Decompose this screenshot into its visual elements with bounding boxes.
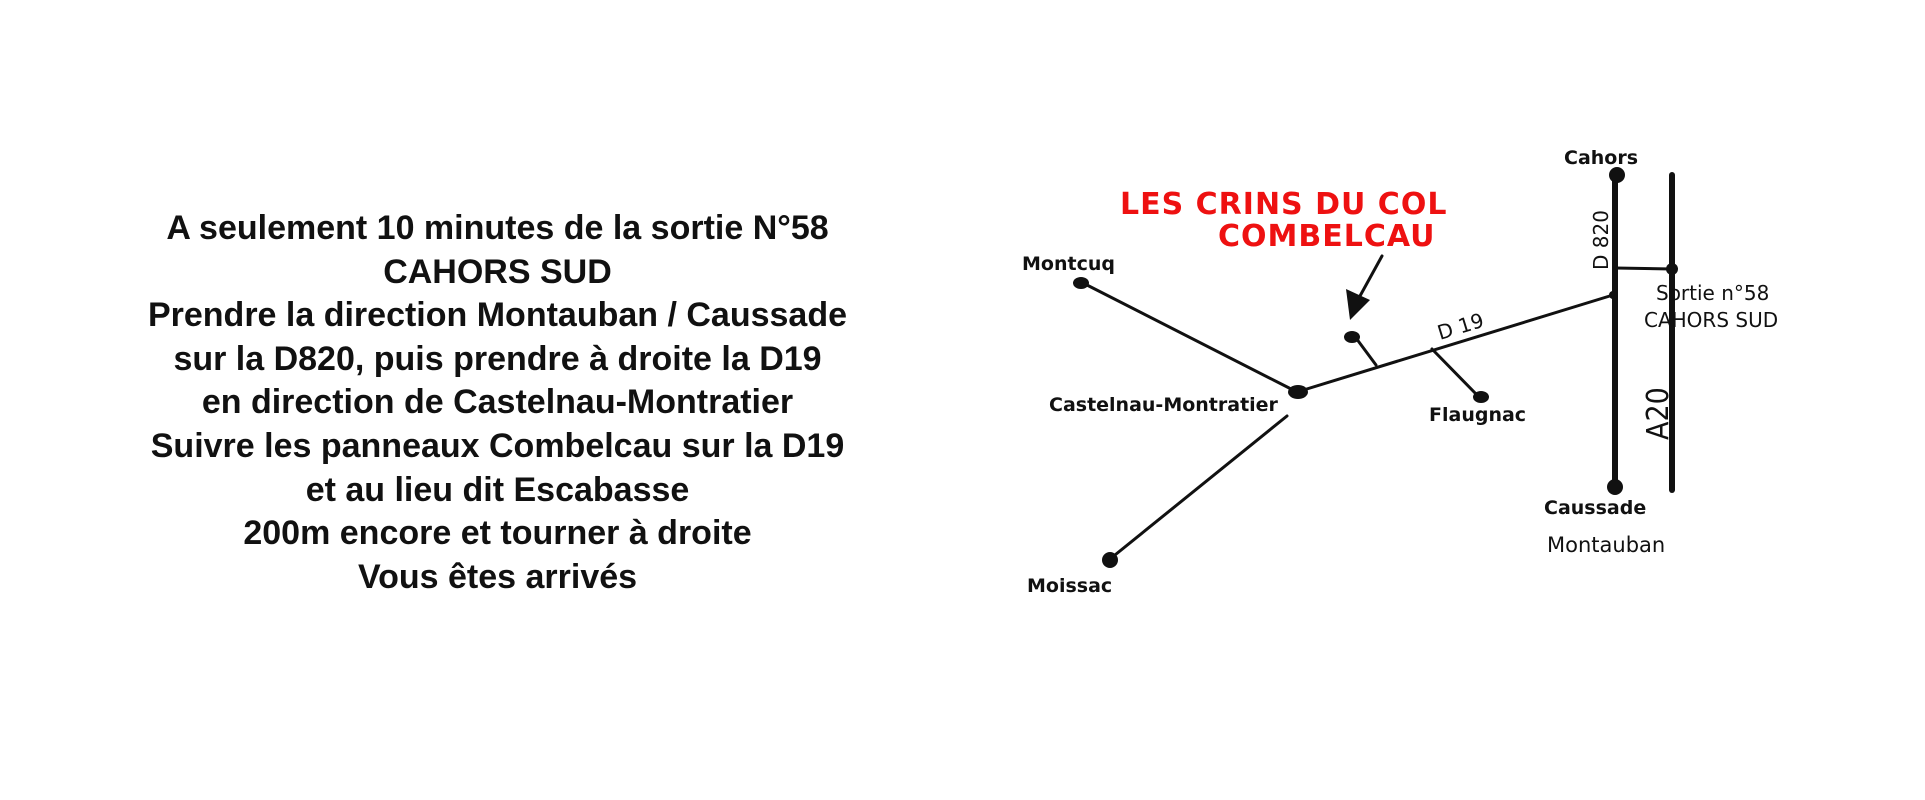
directions-line-6: Suivre les panneaux Combelcau sur la D19 [150,426,845,465]
label-exit-line-2: CAHORS SUD [1644,308,1778,332]
label-flaugnac: Flaugnac [1429,404,1526,426]
a20-label: A20 [1641,387,1676,440]
cahors-dot [1609,167,1625,183]
moissac-dot [1102,552,1118,568]
d19-label: D 19 [1434,308,1486,345]
exit-connector [1613,266,1674,271]
directions-line-7: et au lieu dit Escabasse [305,470,690,509]
destination-arrow-shaft [1358,254,1384,298]
directions-line-9: Vous êtes arrivés [357,557,638,596]
label-montauban: Montauban [1547,533,1665,557]
directions-line-1: A seulement 10 minutes de la sortie N°58 [166,209,829,247]
exit-dot [1666,263,1678,275]
d19-road [1295,293,1615,394]
d820-label: D 820 [1589,210,1613,270]
directions-line-3: Prendre la direction Montauban / Caussad… [147,296,848,335]
label-montcuq: Montcuq [1022,253,1115,275]
destination-arrow-head [1346,289,1370,320]
label-moissac: Moissac [1027,575,1112,597]
directions-line-4: sur la D820, puis prendre à droite la D1… [173,339,822,378]
flaugnac-spur [1430,347,1480,398]
destination-title-line-2: COMBELCAU [1218,219,1436,254]
montcuq-dot [1073,277,1089,289]
montcuq-road [1081,281,1299,394]
label-castelnau: Castelnau-Montratier [1049,394,1279,416]
label-caussade: Caussade [1544,497,1646,519]
caussade-dot [1607,479,1623,495]
directions-line-2: CAHORS SUD [383,252,612,291]
directions-text: A seulement 10 minutes de la sortie N°58… [100,207,895,599]
moissac-road [1108,414,1289,561]
flaugnac-dot [1473,391,1489,403]
label-exit-line-1: Sortie n°58 [1656,281,1769,305]
label-cahors: Cahors [1564,147,1638,169]
destination-spur [1354,336,1378,367]
destination-title-line-1: LES CRINS DU COL [1120,187,1447,222]
directions-line-8: 200m encore et tourner à droite [243,514,752,553]
castelnau-dot [1288,385,1308,399]
directions-line-5: en direction de Castelnau-Montratier [201,383,794,422]
destination-dot [1344,331,1360,343]
